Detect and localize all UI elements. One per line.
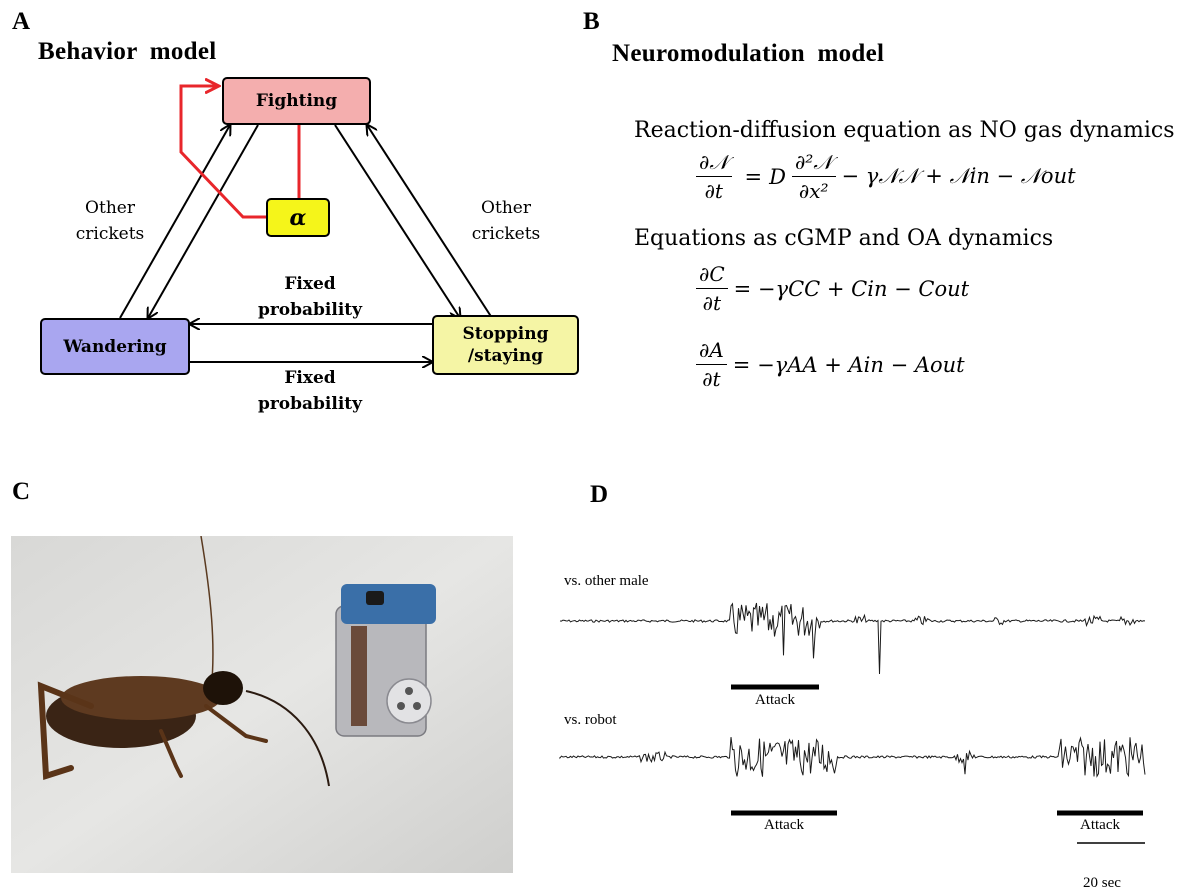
attack-label-1: Attack <box>755 692 795 708</box>
panel-a-letter: A <box>12 8 31 35</box>
cricket-hind-leg <box>37 681 94 781</box>
label-fixed-probability-bottom: Fixed probability <box>257 368 363 414</box>
equation-oa: ∂A ∂t = −γAA + Ain − Aout <box>690 338 965 391</box>
node-fighting: Fighting <box>222 77 371 125</box>
attack-label-3: Attack <box>1080 817 1120 833</box>
trace-label-other-male: vs. other male <box>564 573 649 589</box>
panel-c-letter: C <box>12 478 31 505</box>
cricket-head <box>203 671 243 705</box>
eq2-lhs: ∂C ∂t <box>696 262 728 315</box>
trace-other-male <box>559 602 1146 675</box>
label-other-crickets-left: Other crickets <box>75 198 145 244</box>
cricket-wings <box>61 676 221 720</box>
equation-heading-cgmp-oa: Equations as cGMP and OA dynamics <box>634 226 1054 251</box>
eq3-lhs: ∂A ∂t <box>696 338 727 391</box>
cricket-mid-leg <box>159 729 183 778</box>
cricket-front-leg <box>204 704 268 743</box>
equation-cgmp: ∂C ∂t = −γCC + Cin − Cout <box>690 262 969 315</box>
panel-b-letter: B <box>583 8 600 35</box>
label-fixed-probability-top: Fixed probability <box>257 274 363 320</box>
cricket-antenna-2 <box>245 690 330 787</box>
arrow-fighting-to-stopping <box>334 124 460 318</box>
arrow-wandering-to-fighting <box>119 125 230 319</box>
eq1-lhs: ∂𝒩 ∂t <box>696 150 732 203</box>
panel-d-letter: D <box>590 481 609 508</box>
equation-heading-no: Reaction-diffusion equation as NO gas dy… <box>634 118 1175 143</box>
alpha-feedback-arrow <box>179 86 267 219</box>
node-alpha: α <box>266 198 330 237</box>
recording-traces <box>559 602 1146 844</box>
trace-robot <box>559 736 1146 778</box>
panel-a-title: Behavior model <box>38 38 217 65</box>
panel-b-title: Neuromodulation model <box>612 40 885 67</box>
node-stopping-staying: Stopping /staying <box>432 315 579 375</box>
label-other-crickets-right: Other crickets <box>471 198 541 244</box>
equation-no-dynamics: ∂𝒩 ∂t = D ∂²𝒩 ∂x² − γ𝒩𝒩 + 𝒩in − 𝒩out <box>690 150 1076 203</box>
behavior-model-arrows <box>119 0 493 430</box>
node-wandering: Wandering <box>40 318 190 375</box>
cricket-robot-photo <box>11 536 513 873</box>
arrow-stopping-to-fighting <box>367 125 493 319</box>
robot <box>335 584 436 737</box>
attack-label-2: Attack <box>764 817 804 833</box>
arrow-fighting-to-wandering <box>148 124 259 318</box>
eq1-diffusion: ∂²𝒩 ∂x² <box>791 150 836 203</box>
scale-bar-label: 20 sec <box>1083 875 1121 891</box>
trace-label-robot: vs. robot <box>564 712 617 728</box>
